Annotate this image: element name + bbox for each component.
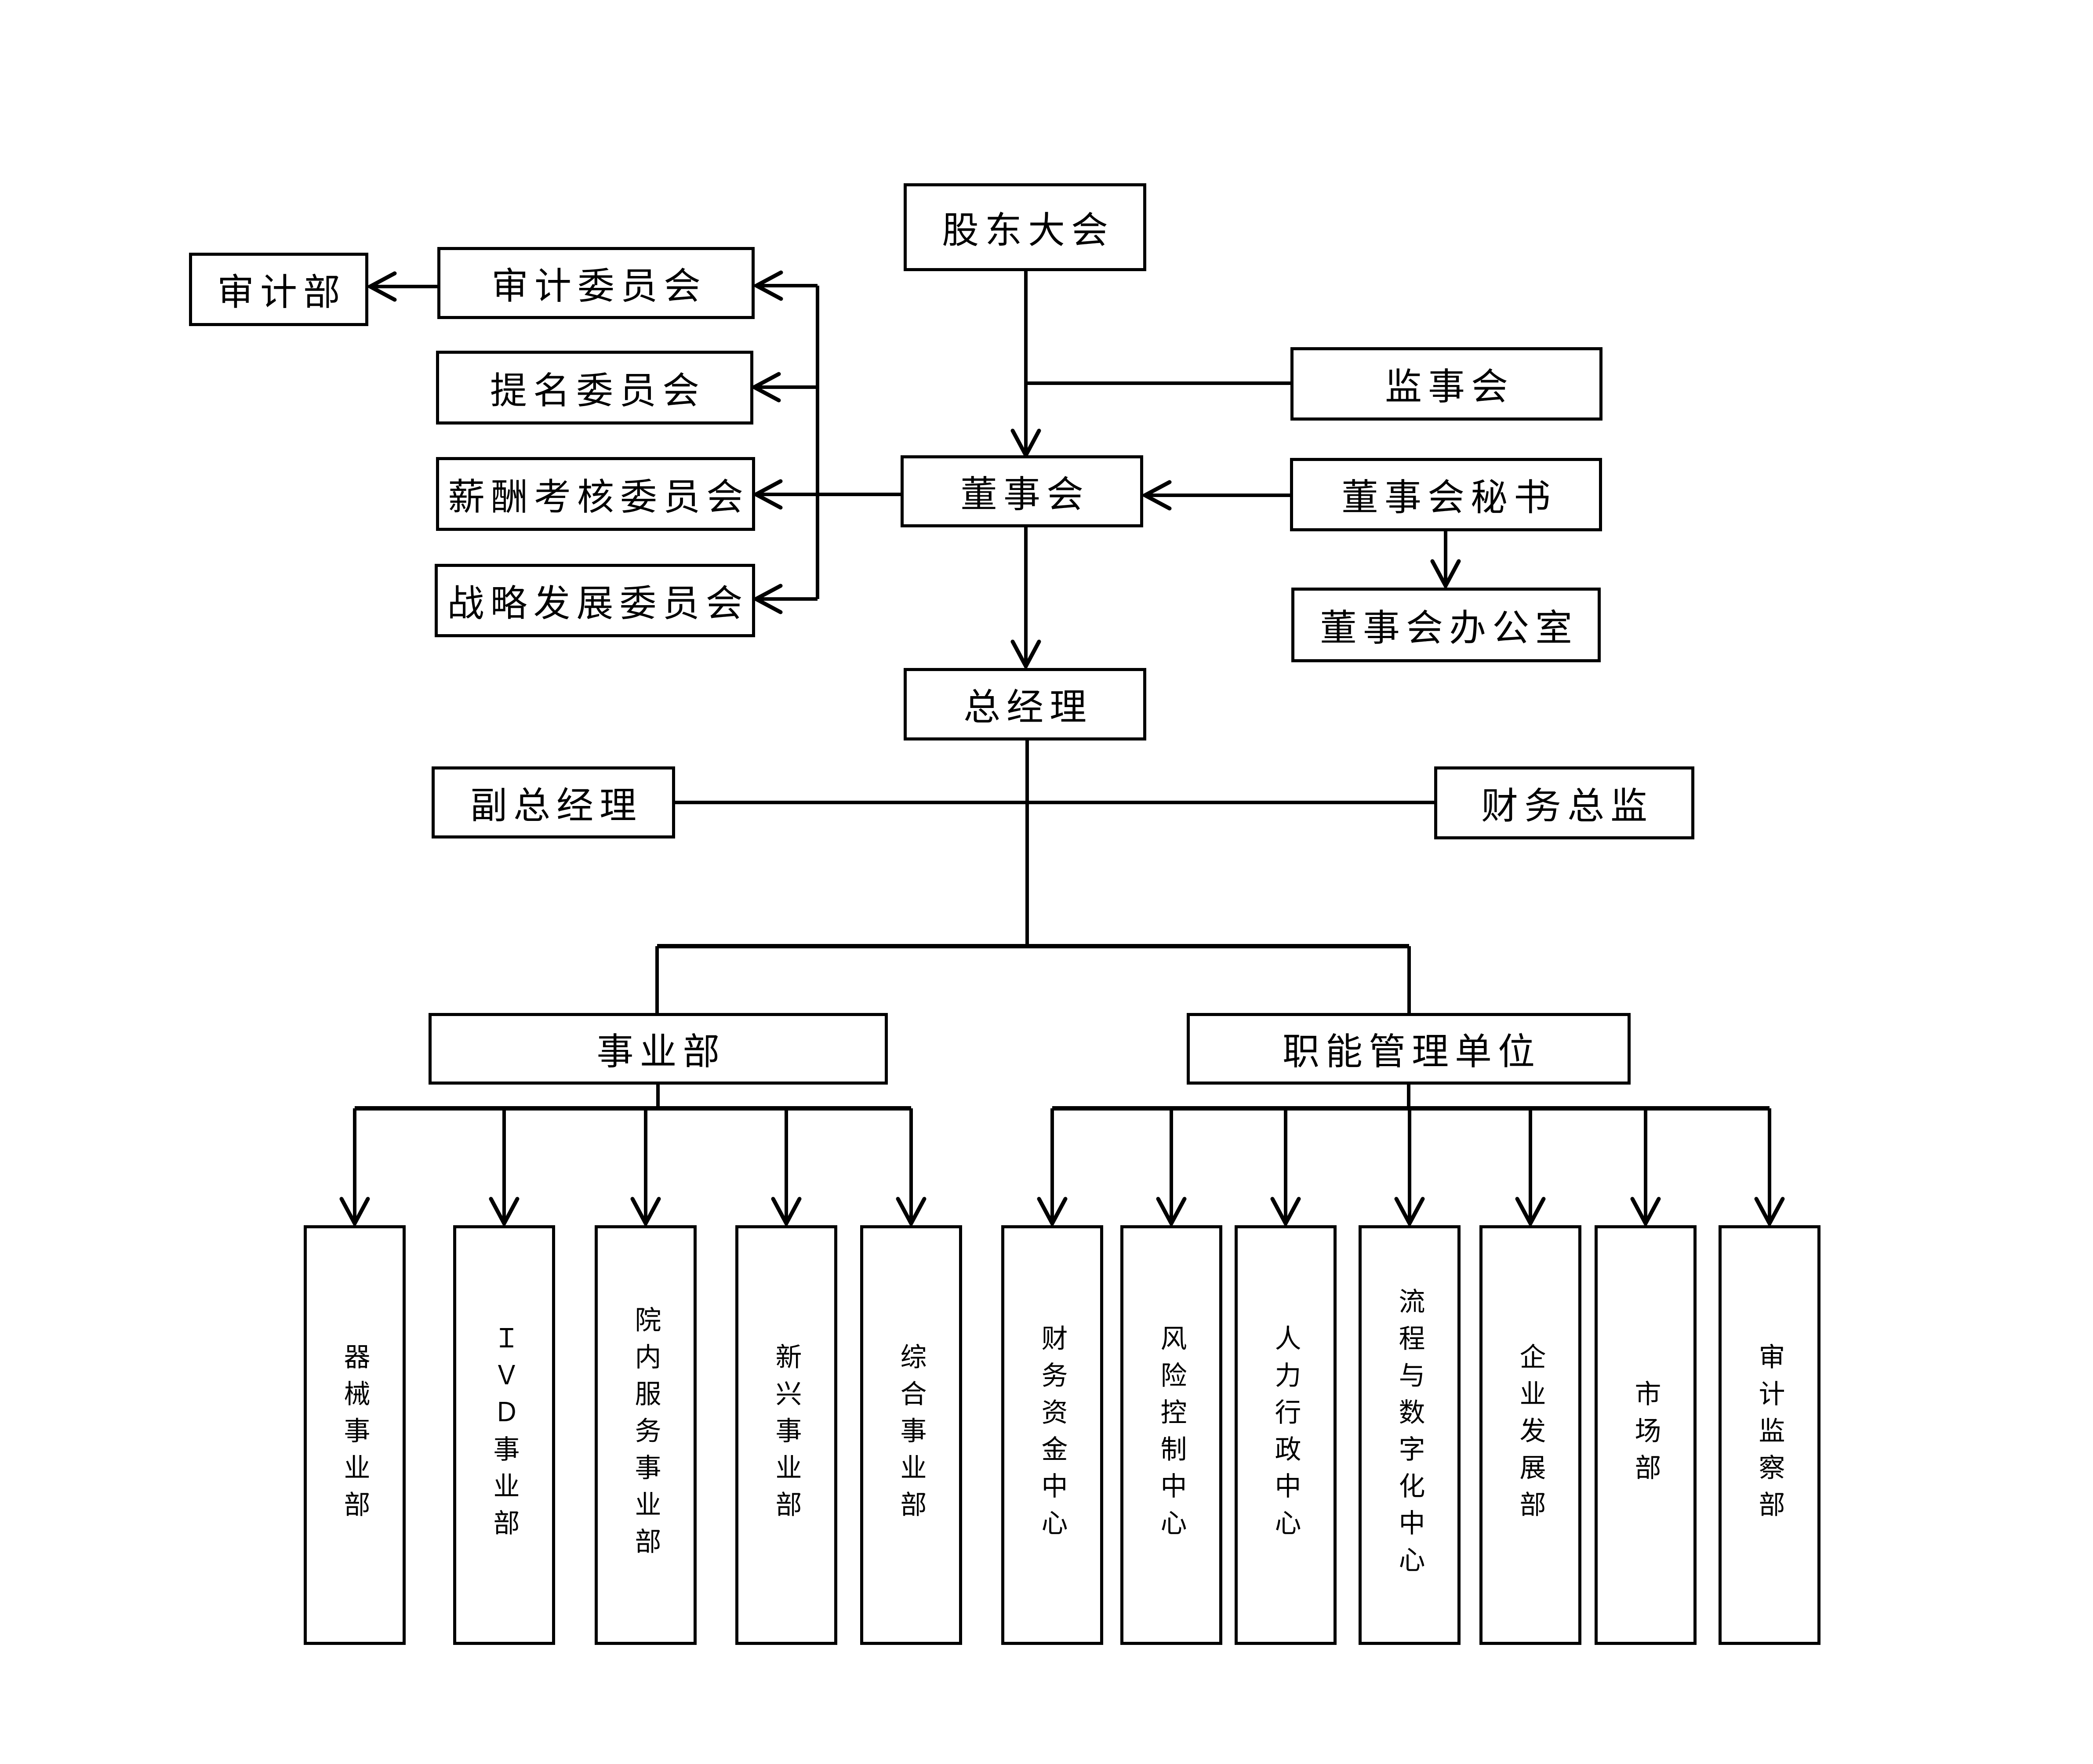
node-label: 财务资金中心 [1038, 1324, 1067, 1546]
node-label: 事业部 [596, 1032, 726, 1073]
node-strategy-committee: 战略发展委员会 [435, 564, 755, 637]
node-label: 审计部 [217, 272, 346, 313]
arrowhead-functional-2 [1156, 1197, 1187, 1228]
node-label: 风险控制中心 [1157, 1324, 1186, 1546]
node-label: 董事会秘书 [1341, 478, 1557, 519]
node-unit-marketing: 市场部 [1595, 1225, 1697, 1645]
node-finance-director: 财务总监 [1434, 766, 1694, 839]
arrowhead-audit-committee [752, 270, 783, 301]
arrowhead-functional-3 [1270, 1197, 1301, 1228]
node-unit-corporate-development: 企业发展部 [1479, 1225, 1581, 1645]
node-label: 监事会 [1384, 367, 1514, 408]
arrowhead-gm [1010, 639, 1041, 671]
arrowhead-division-4 [771, 1197, 802, 1228]
node-label: 审计监察部 [1755, 1343, 1784, 1528]
node-label: 提名委员会 [490, 370, 705, 412]
node-supervisory-board: 监事会 [1290, 347, 1602, 421]
node-division-ivd: ＩＶＤ事业部 [453, 1225, 555, 1645]
node-label: 综合事业部 [897, 1343, 926, 1528]
arrowhead-audit-dept [366, 271, 397, 302]
node-unit-audit-supervision: 审计监察部 [1719, 1225, 1820, 1645]
node-label: 股东大会 [941, 210, 1114, 251]
arrowhead-division-5 [896, 1197, 927, 1228]
node-label: 战略发展委员会 [447, 584, 749, 624]
node-division-comprehensive: 综合事业部 [860, 1225, 962, 1645]
node-audit-committee: 审计委员会 [437, 247, 755, 319]
node-remuneration-committee: 薪酬考核委员会 [436, 457, 755, 531]
node-general-manager: 总经理 [904, 668, 1146, 740]
node-board-secretary: 董事会秘书 [1290, 458, 1602, 531]
node-label: 审计委员会 [491, 266, 707, 307]
node-board-office: 董事会办公室 [1291, 588, 1601, 662]
node-label: 职能管理单位 [1282, 1032, 1541, 1073]
arrowhead-functional-6 [1630, 1197, 1661, 1228]
node-unit-risk-control: 风险控制中心 [1120, 1225, 1222, 1645]
node-label: 流程与数字化中心 [1395, 1287, 1424, 1583]
arrowhead-strategy [752, 584, 783, 614]
arrowhead-board-office [1430, 559, 1461, 590]
arrowhead-division-2 [489, 1197, 520, 1228]
node-deputy-general-manager: 副总经理 [432, 766, 675, 838]
arrowhead-functional-7 [1754, 1197, 1785, 1228]
node-audit-department: 审计部 [189, 253, 368, 326]
node-unit-process-digitalization: 流程与数字化中心 [1359, 1225, 1461, 1645]
node-board-of-directors: 董事会 [901, 455, 1143, 527]
node-label: 市场部 [1631, 1379, 1660, 1491]
arrowhead-division-3 [630, 1197, 661, 1228]
node-label: 薪酬考核委员会 [447, 477, 749, 518]
node-label: 器械事业部 [340, 1343, 369, 1528]
node-unit-hr-admin: 人力行政中心 [1235, 1225, 1337, 1645]
arrowhead-nomination [750, 372, 781, 403]
node-label: 财务总监 [1481, 786, 1653, 827]
node-label: 院内服务事业部 [631, 1306, 660, 1564]
node-label: 人力行政中心 [1271, 1324, 1300, 1546]
node-nomination-committee: 提名委员会 [436, 351, 753, 425]
arrowhead-functional-1 [1037, 1197, 1068, 1228]
node-unit-finance-treasury: 财务资金中心 [1001, 1225, 1103, 1645]
node-label: 董事会 [960, 474, 1090, 515]
node-division-emerging: 新兴事业部 [735, 1225, 837, 1645]
arrowhead-remuneration [752, 479, 783, 510]
node-label: ＩＶＤ事业部 [490, 1324, 519, 1546]
node-shareholders-meeting: 股东大会 [904, 183, 1146, 271]
node-label: 新兴事业部 [772, 1343, 801, 1528]
arrowhead-division-1 [339, 1197, 370, 1228]
node-label: 总经理 [963, 687, 1093, 728]
arrowhead-functional-4 [1394, 1197, 1425, 1228]
node-label: 副总经理 [470, 785, 643, 827]
arrowhead-board-right [1141, 480, 1172, 511]
node-label: 企业发展部 [1516, 1343, 1545, 1528]
node-label: 董事会办公室 [1319, 608, 1578, 649]
node-functional-management-group: 职能管理单位 [1187, 1013, 1631, 1085]
node-division-inhospital-service: 院内服务事业部 [595, 1225, 697, 1645]
arrowhead-functional-5 [1515, 1197, 1546, 1228]
node-division-equipment: 器械事业部 [304, 1225, 406, 1645]
node-business-divisions-group: 事业部 [429, 1013, 888, 1085]
